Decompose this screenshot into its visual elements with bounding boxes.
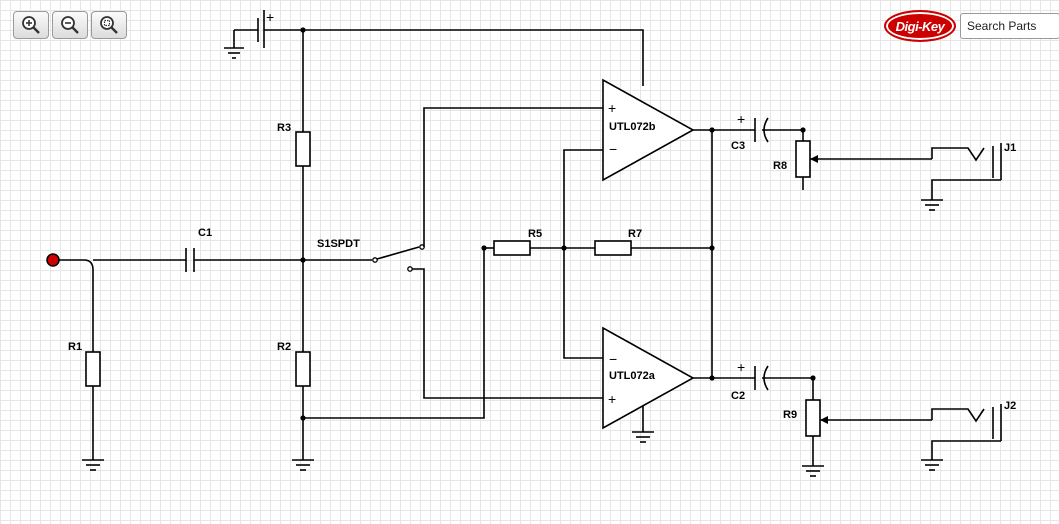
potentiometer-r9[interactable]: R9 bbox=[783, 378, 932, 466]
jack-j1[interactable]: J1 bbox=[931, 142, 1016, 200]
c3-plus: + bbox=[737, 111, 745, 127]
opamp-b-label: UTL072b bbox=[609, 121, 656, 133]
r3-label: R3 bbox=[277, 122, 291, 134]
feedback-wire bbox=[563, 149, 603, 359]
capacitor-c2[interactable]: + C2 bbox=[731, 359, 813, 402]
zoom-toolbar bbox=[13, 11, 127, 39]
zoom-fit-icon bbox=[100, 16, 118, 34]
j1-label: J1 bbox=[1004, 142, 1016, 154]
digikey-logo[interactable]: Digi-Key bbox=[884, 10, 956, 42]
wire bbox=[303, 248, 485, 419]
r1-label: R1 bbox=[68, 341, 82, 353]
s1-label: S1SPDT bbox=[317, 238, 360, 250]
battery-supply[interactable]: + bbox=[224, 9, 303, 59]
r7-label: R7 bbox=[628, 228, 642, 240]
opamp-a-minus: − bbox=[609, 351, 617, 367]
ground-symbol bbox=[82, 459, 104, 471]
zoom-out-button[interactable] bbox=[52, 11, 88, 39]
r2-label: R2 bbox=[277, 341, 291, 353]
opamp-a-plus: + bbox=[608, 391, 616, 407]
brand-area: Digi-Key bbox=[884, 10, 1059, 42]
ground-symbol bbox=[632, 431, 654, 443]
input-node[interactable] bbox=[46, 253, 60, 267]
search-parts-input[interactable] bbox=[960, 13, 1059, 39]
resistor-r7[interactable]: R7 bbox=[594, 228, 642, 256]
ground-symbol bbox=[921, 199, 943, 211]
zoom-in-icon bbox=[22, 16, 40, 34]
opamp-b-plus: + bbox=[608, 100, 616, 116]
r5-label: R5 bbox=[528, 228, 542, 240]
ground-symbol bbox=[292, 459, 314, 471]
jack-j2[interactable]: J2 bbox=[931, 400, 1016, 460]
opamp-a-label: UTL072a bbox=[609, 370, 656, 382]
opamp-b-minus: − bbox=[609, 141, 617, 157]
c1-label: C1 bbox=[198, 227, 212, 239]
wire bbox=[59, 259, 94, 352]
potentiometer-r8[interactable]: R8 bbox=[773, 130, 932, 190]
logo-text: Digi-Key bbox=[895, 18, 945, 34]
ground-symbol bbox=[921, 459, 943, 471]
opamp-utl072a[interactable]: − + UTL072a bbox=[602, 326, 695, 430]
c2-label: C2 bbox=[731, 390, 745, 402]
resistor-r5[interactable]: R5 bbox=[493, 228, 542, 256]
capacitor-c3[interactable]: + C3 bbox=[731, 111, 803, 152]
battery-plus-sign: + bbox=[266, 9, 274, 25]
opamp-utl072b[interactable]: + − UTL072b bbox=[602, 78, 695, 182]
c3-label: C3 bbox=[731, 140, 745, 152]
switch-s1spdt[interactable]: S1SPDT bbox=[303, 238, 425, 272]
zoom-in-button[interactable] bbox=[13, 11, 49, 39]
resistor-r3[interactable]: R3 bbox=[277, 122, 311, 167]
capacitor-c1[interactable]: C1 bbox=[185, 227, 212, 272]
wire bbox=[423, 107, 603, 247]
ground-symbol bbox=[802, 465, 824, 477]
supply-rail-wire bbox=[303, 29, 644, 86]
zoom-out-icon bbox=[61, 16, 79, 34]
j2-label: J2 bbox=[1004, 400, 1016, 412]
resistor-r1[interactable]: R1 bbox=[68, 341, 101, 387]
wire bbox=[412, 268, 603, 399]
zoom-fit-button[interactable] bbox=[91, 11, 127, 39]
r9-label: R9 bbox=[783, 409, 797, 421]
c2-plus: + bbox=[737, 359, 745, 375]
resistor-r2[interactable]: R2 bbox=[277, 341, 311, 387]
r8-label: R8 bbox=[773, 160, 787, 172]
